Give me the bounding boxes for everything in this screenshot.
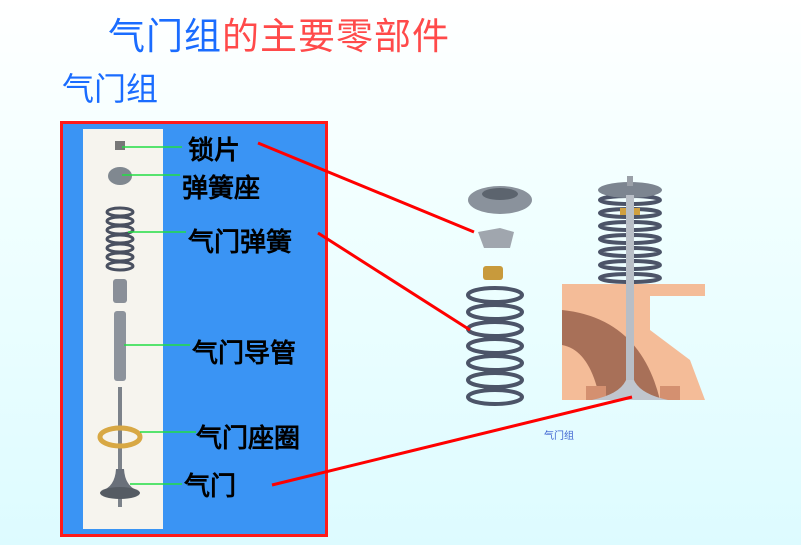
label-valve: 气门 xyxy=(184,472,237,502)
title-part-2: 的主要零部件 xyxy=(222,15,450,58)
subtitle: 气门组 xyxy=(62,70,159,108)
valve-seat-ring-icon xyxy=(97,425,143,449)
spring-icon xyxy=(105,206,135,272)
spring-3d-icon xyxy=(466,286,524,406)
red-leader-lines xyxy=(257,141,633,487)
exploded-parts-illustration xyxy=(97,141,143,507)
slide-title: 气门组的主要零部件 xyxy=(108,6,450,60)
leader-valve xyxy=(271,395,633,487)
title-part-1: 气门组 xyxy=(108,15,222,58)
installed-valve-stem-icon xyxy=(626,195,634,390)
green-pointers xyxy=(122,146,196,485)
leader-spring xyxy=(317,231,471,332)
keeper-3d-icon xyxy=(478,228,514,248)
label-spring-seat: 弹簧座 xyxy=(182,174,261,204)
installed-valve-head-icon xyxy=(592,380,668,400)
label-valve-guide: 气门导管 xyxy=(192,339,297,369)
figure-caption: 气门组 xyxy=(544,431,574,442)
valve-guide-icon xyxy=(114,311,126,381)
label-keeper: 锁片 xyxy=(188,136,241,166)
leader-keeper xyxy=(257,141,475,234)
valve-keeper-icon xyxy=(115,141,125,150)
guide-top-icon xyxy=(113,279,127,303)
label-valve-spring: 气门弹簧 xyxy=(188,228,293,258)
valve-head-icon xyxy=(101,469,139,491)
spring-seat-icon xyxy=(108,167,132,185)
parts-panel xyxy=(60,121,328,537)
seal-3d-icon xyxy=(483,266,503,280)
exploded-view-image xyxy=(83,129,163,529)
assembled-parts-illustration xyxy=(466,176,705,406)
label-valve-seat-ring: 气门座圈 xyxy=(196,424,301,454)
